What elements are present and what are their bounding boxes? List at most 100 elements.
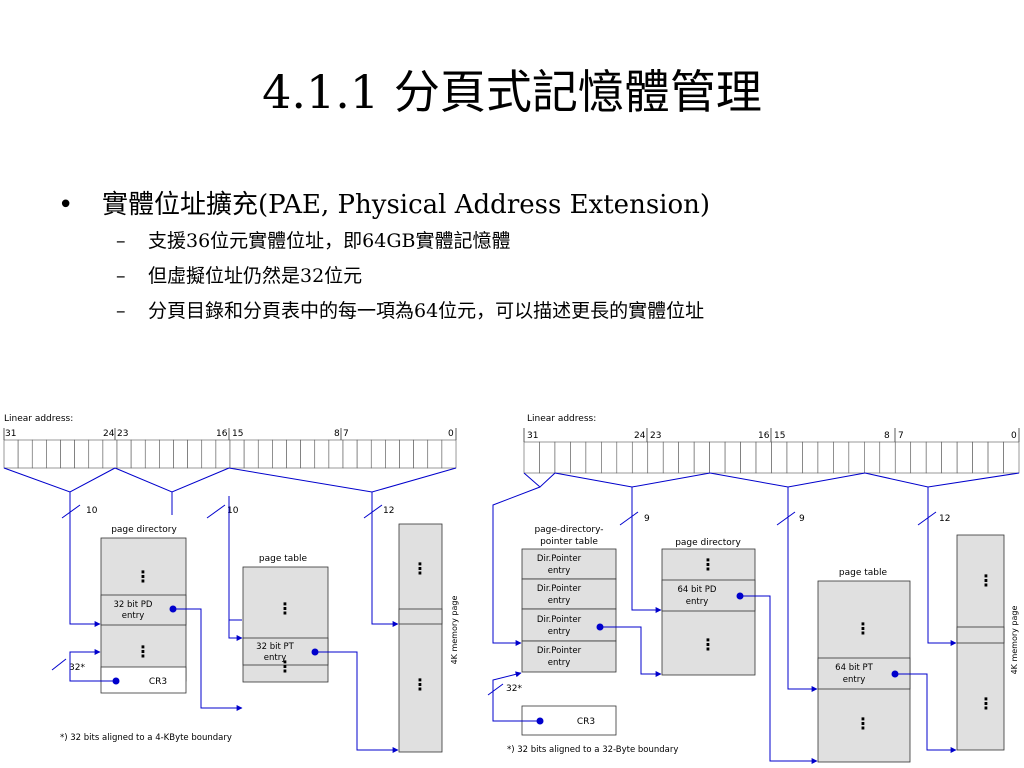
address-bit-cell <box>116 439 132 469</box>
address-bit-cell <box>786 441 803 474</box>
address-bit-cell <box>894 441 912 474</box>
vertical-ellipsis-icon: ⋮ <box>855 619 871 638</box>
page-table-title: page table <box>839 568 888 578</box>
address-bit-cell <box>441 439 457 469</box>
address-bit-cell <box>601 441 618 474</box>
pd-entry-label: 64 bit PD <box>678 585 717 595</box>
address-bit-cell <box>356 439 372 469</box>
address-bit-cell <box>102 439 118 469</box>
address-bit-cell <box>385 439 400 469</box>
bit-label: 0 <box>448 429 454 439</box>
vertical-ellipsis-icon: ⋮ <box>978 694 994 713</box>
sub-bullet-marker: – <box>116 265 126 287</box>
right-diagram: Linear address: 31 24 23 16 15 8 7 0 9 9… <box>487 414 1020 764</box>
field-width-label: 12 <box>383 506 394 516</box>
memory-page-entry <box>956 626 1005 644</box>
linear-address-bits <box>3 439 457 469</box>
address-bit-cell <box>972 441 989 474</box>
bit-label: 24 <box>634 431 646 441</box>
vertical-ellipsis-icon: ⋮ <box>412 675 428 694</box>
address-bit-cell <box>413 439 429 469</box>
cr3-label: CR3 <box>149 677 167 687</box>
footnote: *) 32 bits aligned to a 4-KByte boundary <box>60 733 232 743</box>
cr3-width-label: 32* <box>69 663 85 673</box>
pdpt-table: Dir.Pointer entry Dir.Pointer entry Dir.… <box>521 548 617 673</box>
memory-page-label: 4K memory page <box>450 596 459 665</box>
dir-pointer-entry-label: entry <box>548 566 570 576</box>
sub-bullet-text: 支援36位元實體位址，即64GB實體記憶體 <box>148 230 511 252</box>
linear-address-label: Linear address: <box>4 414 73 424</box>
sub-bullet-marker: – <box>116 230 126 252</box>
bit-labels: 31 24 23 16 15 8 7 0 <box>5 429 454 439</box>
pt-entry-label: entry <box>264 653 286 663</box>
page-table-title: page table <box>259 554 308 564</box>
address-bit-cell <box>257 439 273 469</box>
bit-label: 8 <box>884 431 890 441</box>
address-bit-cell <box>342 439 358 469</box>
bit-label: 15 <box>232 429 243 439</box>
address-bit-cell <box>848 441 865 474</box>
bit-label: 23 <box>117 429 128 439</box>
address-bit-cell <box>31 439 47 469</box>
dir-pointer-entry <box>521 578 617 610</box>
address-bit-cell <box>3 439 19 469</box>
memory-page-label: 4K memory page <box>1010 606 1019 675</box>
cr3-width-label: 32* <box>506 684 522 694</box>
field-width-label: 12 <box>939 514 950 524</box>
address-bit-cell <box>88 439 104 469</box>
address-bit-cell <box>187 439 203 469</box>
bit-label: 31 <box>527 431 538 441</box>
address-bit-cell <box>678 441 695 474</box>
bullet-text: 實體位址擴充(PAE, Physical Address Extension) <box>102 190 711 220</box>
bit-label: 16 <box>758 431 770 441</box>
address-bit-cell <box>616 441 633 474</box>
vertical-ellipsis-icon: ⋮ <box>135 567 151 586</box>
bullet-marker: • <box>58 190 74 220</box>
bit-label: 7 <box>898 431 904 441</box>
address-bit-cell <box>272 439 287 469</box>
left-diagram: Linear address: 31 24 23 16 15 8 7 0 10 … <box>3 414 459 753</box>
page-directory-table <box>661 548 756 676</box>
bullet-list: • 實體位址擴充(PAE, Physical Address Extension… <box>58 186 998 329</box>
pd-entry-label: entry <box>686 597 708 607</box>
vertical-ellipsis-icon: ⋮ <box>135 642 151 661</box>
field-width-label: 10 <box>227 506 239 516</box>
address-bit-cell <box>833 441 850 474</box>
address-bit-cell <box>817 441 834 474</box>
address-bit-cell <box>647 441 664 474</box>
dir-pointer-entry-label: Dir.Pointer <box>537 554 582 564</box>
vertical-ellipsis-icon: ⋮ <box>277 657 293 676</box>
address-bit-cell <box>243 439 259 469</box>
address-bit-cell <box>570 441 587 474</box>
footnote: *) 32 bits aligned to a 32-Byte boundary <box>507 745 678 755</box>
cr3-register <box>100 666 187 694</box>
pt-entry-label: 64 bit PT <box>835 663 873 673</box>
field-width-label: 9 <box>799 514 805 524</box>
address-bit-cell <box>693 441 710 474</box>
dir-pointer-entry-label: Dir.Pointer <box>537 584 582 594</box>
address-bit-cell <box>130 439 146 469</box>
address-bit-cell <box>215 439 231 469</box>
dir-pointer-entry-label: entry <box>548 658 570 668</box>
dir-pointer-entry-label: entry <box>548 627 570 637</box>
bit-labels: 31 24 23 16 15 8 7 0 <box>527 431 1017 441</box>
sub-bullet-item: – 支援36位元實體位址，即64GB實體記憶體 <box>58 224 998 259</box>
bit-label: 8 <box>334 429 340 439</box>
address-bit-cell <box>585 441 602 474</box>
field-width-label: 9 <box>644 514 650 524</box>
address-bit-cell <box>755 441 772 474</box>
address-bit-cell <box>328 439 344 469</box>
bit-label: 0 <box>1011 431 1017 441</box>
address-bit-cell <box>286 439 301 469</box>
address-bit-cell <box>879 441 896 474</box>
dir-pointer-entry-label: entry <box>548 596 570 606</box>
address-bit-cell <box>399 439 414 469</box>
address-bit-cell <box>144 439 160 469</box>
address-bit-cell <box>201 439 217 469</box>
address-bit-cell <box>60 439 75 469</box>
pdpt-title: pointer table <box>540 537 598 547</box>
pt-entry-label: 32 bit PT <box>256 642 294 652</box>
bit-label: 7 <box>343 429 349 439</box>
pt-entry-label: entry <box>843 675 865 685</box>
dir-pointer-entry <box>521 640 617 673</box>
